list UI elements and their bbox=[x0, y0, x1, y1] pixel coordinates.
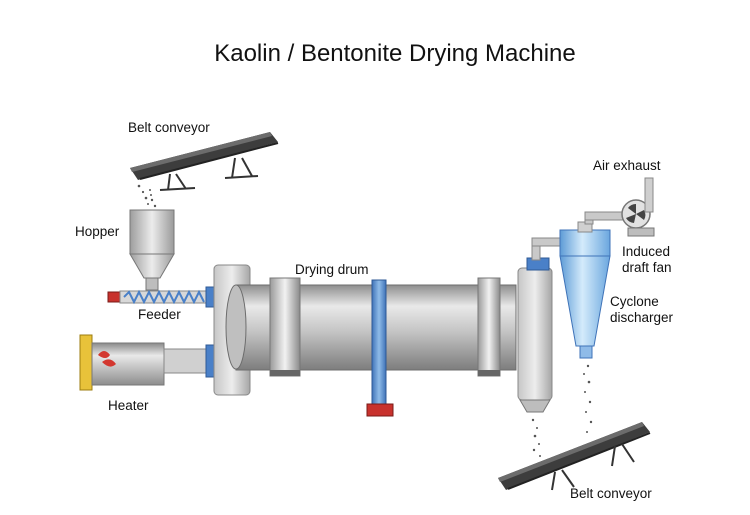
label-drying-drum: Drying drum bbox=[295, 262, 369, 277]
cyclone-discharger bbox=[559, 221, 611, 433]
label-cyclone-discharger: Cyclone discharger bbox=[610, 294, 673, 326]
label-air-exhaust: Air exhaust bbox=[593, 158, 661, 173]
heater bbox=[79, 334, 217, 391]
belt-conveyor-bottom bbox=[498, 422, 651, 491]
label-induced-draft-fan-line1: Induced bbox=[622, 244, 671, 259]
label-induced-draft-fan-line2: draft fan bbox=[622, 260, 672, 275]
drying-drum bbox=[225, 277, 517, 417]
label-hopper: Hopper bbox=[75, 224, 120, 239]
label-induced-draft-fan: Induced draft fan bbox=[622, 244, 672, 276]
label-feeder: Feeder bbox=[138, 307, 181, 322]
label-cyclone-line1: Cyclone bbox=[610, 294, 659, 309]
diagram-title: Kaolin / Bentonite Drying Machine bbox=[214, 40, 576, 67]
label-belt-conveyor-bottom: Belt conveyor bbox=[570, 486, 652, 501]
hopper bbox=[129, 209, 175, 291]
label-heater: Heater bbox=[108, 398, 149, 413]
label-cyclone-line2: discharger bbox=[610, 310, 674, 325]
screw-feeder bbox=[107, 286, 217, 308]
belt-conveyor-top bbox=[130, 132, 279, 208]
induced-draft-fan bbox=[584, 177, 655, 237]
label-belt-conveyor-top: Belt conveyor bbox=[128, 120, 210, 135]
drum-discharge-head bbox=[517, 257, 553, 457]
